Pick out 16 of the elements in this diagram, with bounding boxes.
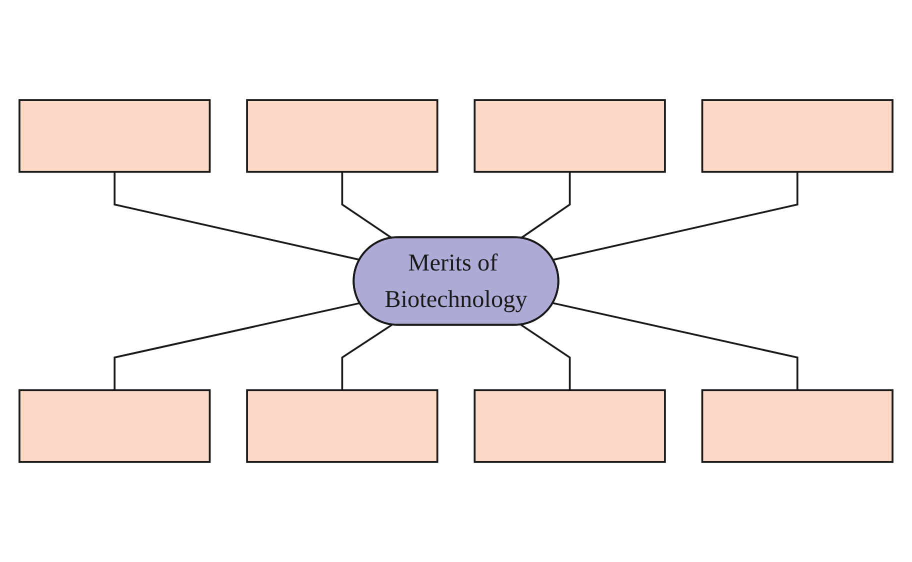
connector [520, 172, 571, 239]
connector [552, 172, 798, 261]
node-box [474, 389, 666, 463]
node-box [18, 389, 211, 463]
node-box [701, 99, 894, 173]
connector [114, 302, 360, 390]
connector [341, 172, 392, 239]
node-box [18, 99, 211, 173]
connector [552, 302, 798, 390]
node-box [246, 389, 438, 463]
node-box [474, 99, 666, 173]
node-box [246, 99, 438, 173]
connector [114, 172, 360, 261]
connector [520, 324, 571, 390]
node-box [701, 389, 894, 463]
connector [341, 324, 392, 390]
